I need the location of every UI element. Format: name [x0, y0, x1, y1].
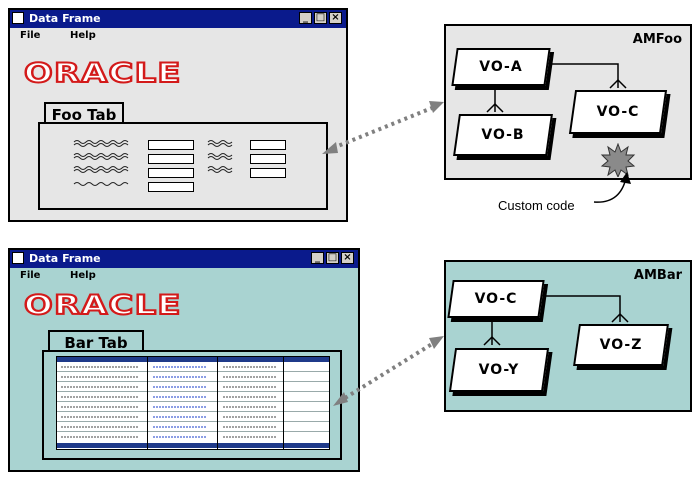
table-header	[57, 357, 329, 362]
vo-z[interactable]: VO-Z	[573, 324, 669, 366]
table-row	[57, 391, 329, 392]
window-title: Data Frame	[29, 252, 101, 265]
wavy-label-2b	[73, 156, 129, 160]
wavy-label-5	[207, 140, 233, 144]
connector-top	[332, 106, 433, 150]
wavy-label-3	[73, 166, 129, 170]
wavy-label-1b	[73, 143, 129, 147]
data-table[interactable]	[56, 356, 330, 450]
menu-file[interactable]: File	[20, 270, 41, 281]
text-field[interactable]	[250, 168, 286, 178]
vo-y-label: VO-Y	[478, 362, 520, 378]
table-row	[57, 371, 329, 372]
maximize-icon[interactable]: □	[326, 252, 339, 264]
crowfoot-vob	[486, 102, 504, 113]
vo-a-label: VO-A	[479, 59, 523, 75]
arrowhead-bottom-left	[333, 392, 348, 406]
vo-z-label: VO-Z	[599, 337, 643, 353]
text-field[interactable]	[250, 154, 286, 164]
window-title: Data Frame	[29, 12, 101, 25]
wavy-label-5b	[207, 143, 233, 147]
arrowhead-bottom-right	[429, 336, 444, 349]
text-field[interactable]	[250, 140, 286, 150]
crowfoot-voc	[609, 78, 627, 89]
app-icon	[12, 252, 24, 264]
vo-c-label: VO-C	[596, 104, 640, 120]
menu-help[interactable]: Help	[70, 270, 96, 281]
vo-y[interactable]: VO-Y	[448, 348, 550, 392]
menu-bar: File Help	[10, 28, 346, 44]
app-icon	[12, 12, 24, 24]
wavy-label-6	[207, 153, 233, 157]
close-icon[interactable]: ×	[329, 12, 342, 24]
table-row	[57, 411, 329, 412]
data-frame-window-top: Data Frame _ □ × File Help ORACLE Foo Ta…	[8, 8, 348, 222]
custom-code-arrow	[593, 172, 631, 203]
wavy-label-1	[73, 140, 129, 144]
table-row	[57, 401, 329, 402]
vo-b[interactable]: VO-B	[453, 114, 553, 156]
table-row	[57, 421, 329, 422]
vo-c[interactable]: VO-C	[568, 90, 668, 134]
am-bar-title: AMBar	[633, 268, 682, 283]
menu-file[interactable]: File	[20, 30, 41, 41]
minimize-icon[interactable]: _	[311, 252, 324, 264]
vo-b-label: VO-B	[481, 127, 525, 143]
table-row	[57, 431, 329, 432]
text-field[interactable]	[148, 140, 194, 150]
text-field[interactable]	[148, 154, 194, 164]
text-field[interactable]	[148, 182, 194, 192]
oracle-logo: ORACLE	[23, 57, 182, 90]
form-labels	[73, 140, 233, 186]
wavy-label-7b	[207, 169, 233, 173]
table-row	[57, 381, 329, 382]
wavy-label-3b	[73, 169, 129, 173]
vo-a[interactable]: VO-A	[451, 48, 551, 86]
maximize-icon[interactable]: □	[314, 12, 327, 24]
column-divider	[283, 357, 284, 449]
vo-c-label: VO-C	[474, 291, 518, 307]
title-bar: Data Frame _ □ ×	[10, 250, 358, 268]
column-divider	[217, 357, 218, 449]
custom-code-icon	[600, 143, 636, 177]
arrowhead-top-right	[429, 101, 444, 113]
oracle-logo: ORACLE	[23, 289, 182, 322]
wavy-label-4	[73, 182, 129, 186]
tab-panel-foo	[38, 122, 328, 210]
title-bar: Data Frame _ □ ×	[10, 10, 346, 28]
am-foo-title: AMFoo	[632, 32, 682, 47]
vo-c[interactable]: VO-C	[447, 280, 545, 318]
table-footer	[57, 443, 329, 448]
menu-help[interactable]: Help	[70, 30, 96, 41]
minimize-icon[interactable]: _	[299, 12, 312, 24]
text-field[interactable]	[148, 168, 194, 178]
custom-code-label: Custom code	[498, 198, 575, 213]
wavy-label-6b	[207, 156, 233, 160]
wavy-label-2	[73, 153, 129, 157]
crowfoot-voy	[483, 335, 501, 346]
connector-bottom	[343, 342, 434, 400]
wavy-label-7	[207, 166, 233, 170]
column-divider	[147, 357, 148, 449]
close-icon[interactable]: ×	[341, 252, 354, 264]
menu-bar: File Help	[10, 268, 358, 284]
data-frame-window-bottom: Data Frame _ □ × File Help ORACLE Bar Ta…	[8, 248, 360, 472]
arrowhead-top-left	[322, 142, 338, 154]
crowfoot-voz	[611, 312, 629, 323]
table-cell-text	[61, 366, 277, 438]
